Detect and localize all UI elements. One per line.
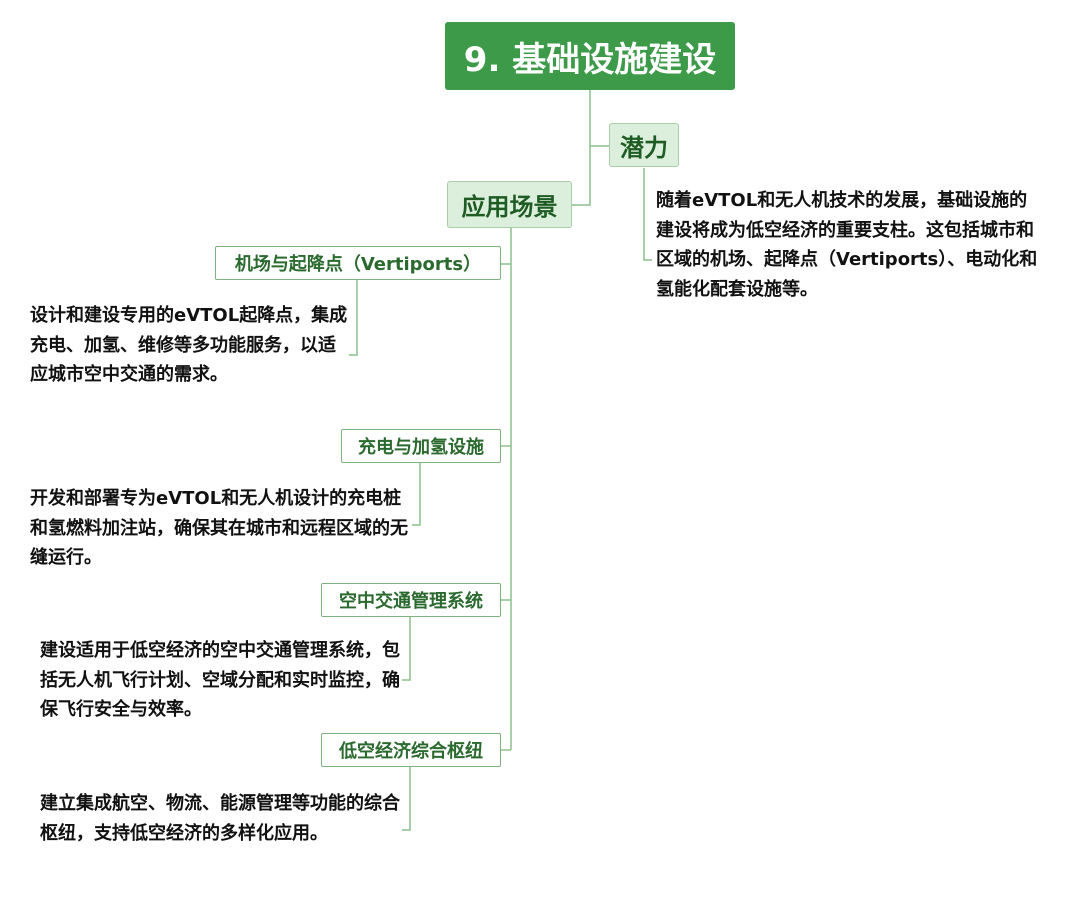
subtopic-vertiports[interactable]: 机场与起降点（Vertiports）: [215, 246, 501, 280]
root-topic[interactable]: 9. 基础设施建设: [445, 22, 735, 90]
vertiports-description: 设计和建设专用的eVTOL起降点，集成充电、加氢、维修等多功能服务，以适应城市空…: [30, 305, 348, 385]
subtopic-air-traffic-management[interactable]: 空中交通管理系统: [321, 583, 501, 617]
topic-potential[interactable]: 潜力: [609, 123, 679, 167]
potential-description: 随着eVTOL和无人机技术的发展，基础设施的建设将成为低空经济的重要支柱。这包括…: [656, 190, 1038, 300]
topic-application-scenarios[interactable]: 应用场景: [447, 181, 572, 228]
subtopic-charging-hydrogen[interactable]: 充电与加氢设施: [341, 429, 501, 463]
air-traffic-management-description: 建设适用于低空经济的空中交通管理系统，包括无人机飞行计划、空域分配和实时监控，确…: [40, 640, 400, 720]
charging-hydrogen-description: 开发和部署专为eVTOL和无人机设计的充电桩和氢燃料加注站，确保其在城市和远程区…: [30, 488, 408, 568]
subtopic-integrated-hub[interactable]: 低空经济综合枢纽: [321, 733, 501, 767]
integrated-hub-description: 建立集成航空、物流、能源管理等功能的综合枢纽，支持低空经济的多样化应用。: [40, 793, 400, 844]
